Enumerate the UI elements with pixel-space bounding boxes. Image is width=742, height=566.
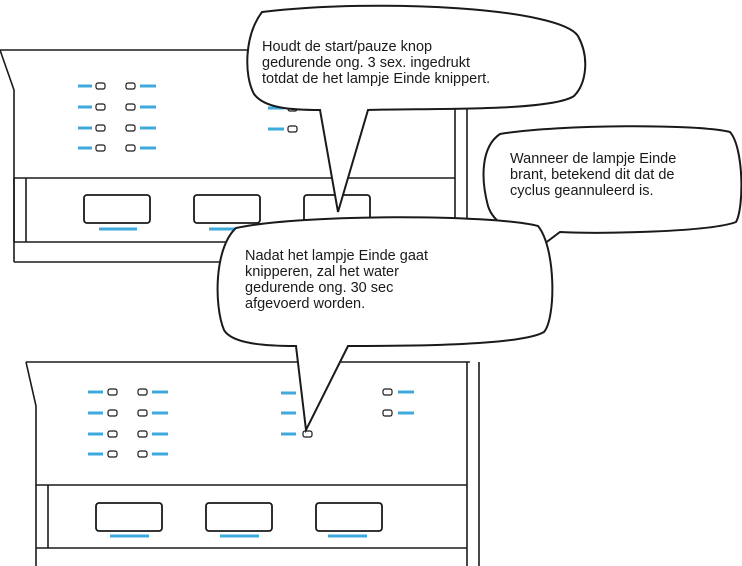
callout-bubble-hold-start-pause (246, 4, 587, 213)
top-button-2 (193, 194, 261, 224)
top-panel-left-edge (0, 49, 15, 262)
led-row (78, 82, 156, 90)
led-row (88, 409, 168, 417)
bottom-control-panel (25, 361, 480, 566)
led-row (268, 125, 298, 133)
led-row (78, 124, 156, 132)
bottom-led-group-right (382, 388, 414, 417)
bottom-panel-left-edge (25, 361, 37, 566)
end-indicator-led (302, 430, 313, 438)
led-row (78, 103, 156, 111)
callout-bubble-end-lit (482, 125, 742, 272)
led-row (78, 144, 156, 152)
bottom-led-group-middle (281, 391, 313, 438)
led-row (88, 430, 168, 438)
led-row (88, 450, 168, 458)
bottom-button-1 (95, 502, 163, 532)
top-led-group-left (78, 82, 156, 152)
top-button-1 (83, 194, 151, 224)
bottom-button-3 (315, 502, 383, 532)
callout-text-hold-start-pause: Houdt de start/pauze knop gedurende ong.… (262, 39, 491, 87)
bottom-panel-buttons (95, 502, 383, 538)
bottom-led-group-left (88, 388, 168, 458)
bottom-button-2 (205, 502, 273, 532)
bottom-panel-strip-outline (36, 484, 467, 549)
callout-bubble-end-flashing (216, 216, 554, 434)
led-row (88, 388, 168, 396)
callout-text-end-flashing: Nadat het lampje Einde gaat knipperen, z… (245, 248, 428, 312)
callout-text-end-lit: Wanneer de lampje Einde brant, betekend … (510, 151, 677, 199)
